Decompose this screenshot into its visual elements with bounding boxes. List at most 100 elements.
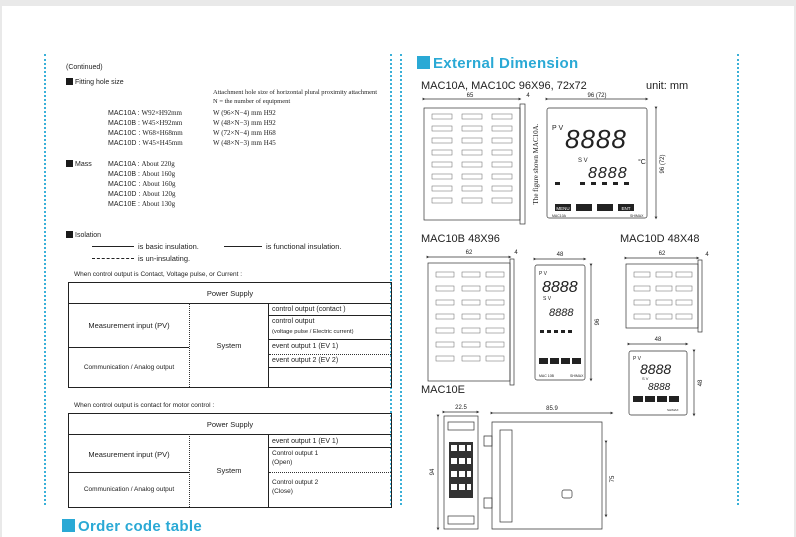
basic-insulation-line	[92, 246, 134, 247]
isolation-heading: Isolation	[66, 231, 101, 240]
dotted-margin-right	[737, 54, 739, 505]
dim-b-depth: 62	[466, 250, 473, 256]
dim-d-depth: 62	[659, 251, 666, 257]
dim-b-height: 96	[595, 318, 601, 325]
dotted-margin-center-left	[390, 54, 392, 505]
control-output-contact-cell: control output (contact )	[272, 305, 346, 313]
control-output-1-cell: Control output 1	[272, 449, 319, 457]
figure-note: The figure shown MAC10A.	[532, 123, 540, 204]
pv-display: 8888	[565, 124, 627, 154]
up-button[interactable]	[597, 204, 613, 211]
dim-e-width: 22.5	[455, 405, 467, 411]
un-insulating-line	[92, 258, 134, 259]
sv-label-b: S V	[543, 296, 552, 302]
mass-value: About 160g	[141, 170, 176, 178]
model-name: MAC10C :	[108, 130, 141, 137]
model-name: MAC10C :	[108, 181, 141, 188]
bullet-square-icon	[66, 160, 73, 167]
dim-b-bezel: 4	[514, 250, 518, 256]
basic-insulation-text: is basic insulation.	[138, 242, 199, 251]
power-supply-cell: Power Supply	[206, 288, 254, 298]
external-dimension-heading: External Dimension	[417, 55, 578, 72]
communication-cell: Communication / Analog output	[83, 486, 175, 493]
fitting-hole-heading: Fitting hole size	[66, 78, 124, 87]
mac10b-front-view	[533, 257, 593, 382]
dim-d-bezel: 4	[705, 252, 709, 258]
ent-label: ENT	[622, 206, 631, 211]
sv-label-d: S V	[642, 376, 649, 381]
dim-a-width: 96 (72)	[587, 93, 606, 99]
heading-square-icon	[417, 56, 430, 69]
dim-a-depth: 65	[467, 93, 474, 99]
model-name: MAC10D :	[108, 140, 141, 147]
order-code-heading: Order code table	[62, 518, 202, 535]
dim-d-height: 48	[698, 379, 704, 386]
dim-a-height: 96 (72)	[660, 154, 666, 173]
menu-button[interactable]	[555, 204, 571, 211]
model-name: MAC10A :	[108, 161, 140, 168]
event-output-2-cell: event output 2 (EV 2)	[272, 356, 339, 364]
mass-heading: Mass	[66, 160, 92, 169]
dim-e-rail: 75	[610, 475, 616, 482]
sv-display-b: 8888	[549, 307, 574, 319]
catalog-page: (Continued) Fitting hole size Attachment…	[2, 6, 794, 537]
model-name: MAC10A :	[108, 110, 140, 117]
mass-value: About 220g	[141, 160, 175, 168]
mac10b-side-view	[426, 255, 515, 386]
dim-e-height: 94	[430, 468, 436, 475]
mass-value: About 130g	[141, 200, 176, 208]
sv-display: 8888	[588, 165, 628, 182]
brand-tag-b: SHIMAX	[570, 374, 584, 378]
power-supply-cell: Power Supply	[206, 419, 254, 429]
dim-d-width: 48	[655, 337, 662, 343]
celsius-unit: °C	[638, 158, 646, 166]
model-tag-b: MAC 10B	[539, 374, 555, 378]
pv-label-b: P V	[539, 271, 548, 277]
event-output-1-cell: event output 1 (EV 1)	[272, 437, 339, 445]
sv-label: S V	[578, 158, 588, 164]
isolation-table-2: Power Supply Measurement input (PV) Comm…	[68, 413, 392, 508]
isolation-table-1: Power Supply Measurement input (PV) Comm…	[68, 282, 392, 388]
dimension-drawings: 65 4 96 (72) 96 (72) 62 4 48 96 62 4 48 …	[422, 93, 709, 531]
model-name: MAC10D :	[108, 191, 141, 198]
dim-b-width: 48	[557, 252, 564, 258]
dim-a-bezel: 4	[526, 93, 530, 99]
ent-button[interactable]	[618, 204, 634, 211]
attachment-size: W (72×N−4) mm H68	[213, 129, 276, 137]
fitting-size: W92×H92mm	[141, 109, 182, 117]
mac10a-terminal-slots	[431, 113, 693, 362]
pv-label-d: P V	[633, 356, 642, 362]
mass-value: About 120g	[142, 190, 176, 198]
attachment-note: Attachment hole size of horizontal plura…	[213, 89, 378, 96]
pv-display-b: 8888	[542, 279, 578, 296]
bullet-square-icon	[66, 231, 73, 238]
attachment-size: W (48×N−3) mm H45	[213, 139, 276, 147]
table1-caption: When control output is Contact, Voltage …	[74, 271, 243, 278]
mass-title: Mass	[75, 161, 92, 168]
measurement-input-cell: Measurement input (PV)	[88, 449, 170, 459]
dotted-margin-center-right	[400, 54, 402, 505]
fitting-size: W45×H45mm	[142, 139, 183, 147]
model-name: MAC10B :	[108, 120, 140, 127]
down-button[interactable]	[576, 204, 592, 211]
event-output-1-cell: event output 1 (EV 1)	[272, 342, 339, 350]
mac10e-label: MAC10E	[421, 384, 466, 396]
mac10a-front-view	[545, 97, 658, 220]
mac10d-front-view	[627, 342, 696, 417]
dim-e-depth: 85.9	[546, 406, 558, 412]
fitting-size: W68×H68mm	[142, 129, 183, 137]
measurement-input-cell: Measurement input (PV)	[88, 320, 170, 330]
attachment-size: W (48×N−3) mm H92	[213, 119, 276, 127]
order-code-title: Order code table	[78, 518, 203, 535]
bullet-square-icon	[66, 78, 73, 85]
heading-square-icon	[62, 519, 75, 532]
equipment-count-note: N = the number of equipment	[213, 98, 291, 105]
mass-value: About 160g	[142, 180, 176, 188]
pv-label: P V	[552, 125, 563, 132]
mac10b-label: MAC10B 48X96	[421, 233, 500, 245]
menu-label: MENU	[556, 206, 569, 211]
mac10a-label: MAC10A, MAC10C 96X96, 72x72	[421, 80, 587, 92]
system-cell: System	[216, 340, 242, 350]
system-cell: System	[216, 466, 242, 475]
voltage-pulse-cell: (voltage pulse / Electric current)	[272, 328, 354, 335]
